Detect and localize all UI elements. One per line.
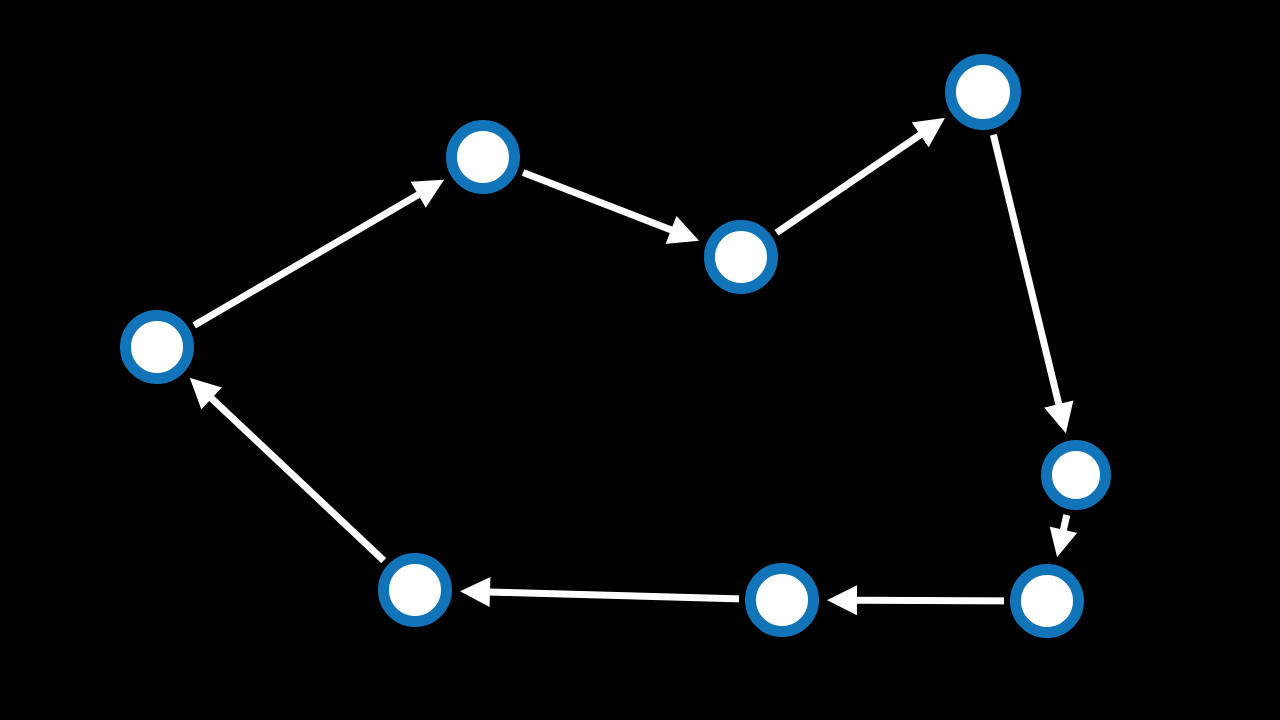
edge-arrowhead-icon (459, 577, 491, 608)
graph-edge[interactable] (459, 577, 740, 608)
graph-edge[interactable] (189, 377, 387, 564)
node-circle (1041, 440, 1111, 510)
edge-line (192, 190, 422, 329)
node-circle (945, 54, 1021, 130)
edge-line (774, 130, 924, 236)
node-circle (378, 553, 452, 627)
edge-line (487, 588, 740, 603)
edges-layer (189, 117, 1078, 616)
graph-edge[interactable] (826, 585, 1005, 616)
graph-node[interactable] (945, 54, 1021, 130)
graph-node[interactable] (1041, 440, 1111, 510)
graph-edge[interactable] (774, 117, 945, 236)
edge-arrowhead-icon (911, 117, 945, 148)
graph-edge[interactable] (989, 133, 1074, 434)
node-circle (120, 310, 194, 384)
edge-line (854, 596, 1005, 605)
node-circle (704, 220, 778, 294)
graph-node[interactable] (745, 563, 819, 637)
edge-arrowhead-icon (826, 585, 858, 616)
graph-edge[interactable] (1049, 514, 1078, 558)
edge-line (207, 394, 387, 564)
edge-arrowhead-icon (410, 179, 445, 208)
edge-arrowhead-icon (1044, 400, 1074, 434)
graph-edge[interactable] (521, 169, 700, 244)
edge-arrowhead-icon (189, 377, 222, 410)
node-circle (1010, 564, 1084, 638)
edge-arrowhead-icon (665, 215, 700, 244)
edge-line (1059, 514, 1071, 533)
graph-node[interactable] (446, 120, 520, 194)
edge-line (989, 133, 1063, 407)
graph-node[interactable] (378, 553, 452, 627)
graph-edge[interactable] (192, 179, 445, 329)
nodes-layer (120, 54, 1111, 638)
node-circle (745, 563, 819, 637)
graph-node[interactable] (704, 220, 778, 294)
graph-node[interactable] (1010, 564, 1084, 638)
node-circle (446, 120, 520, 194)
edge-arrowhead-icon (1049, 526, 1078, 558)
graph-node[interactable] (120, 310, 194, 384)
edge-line (521, 169, 675, 234)
